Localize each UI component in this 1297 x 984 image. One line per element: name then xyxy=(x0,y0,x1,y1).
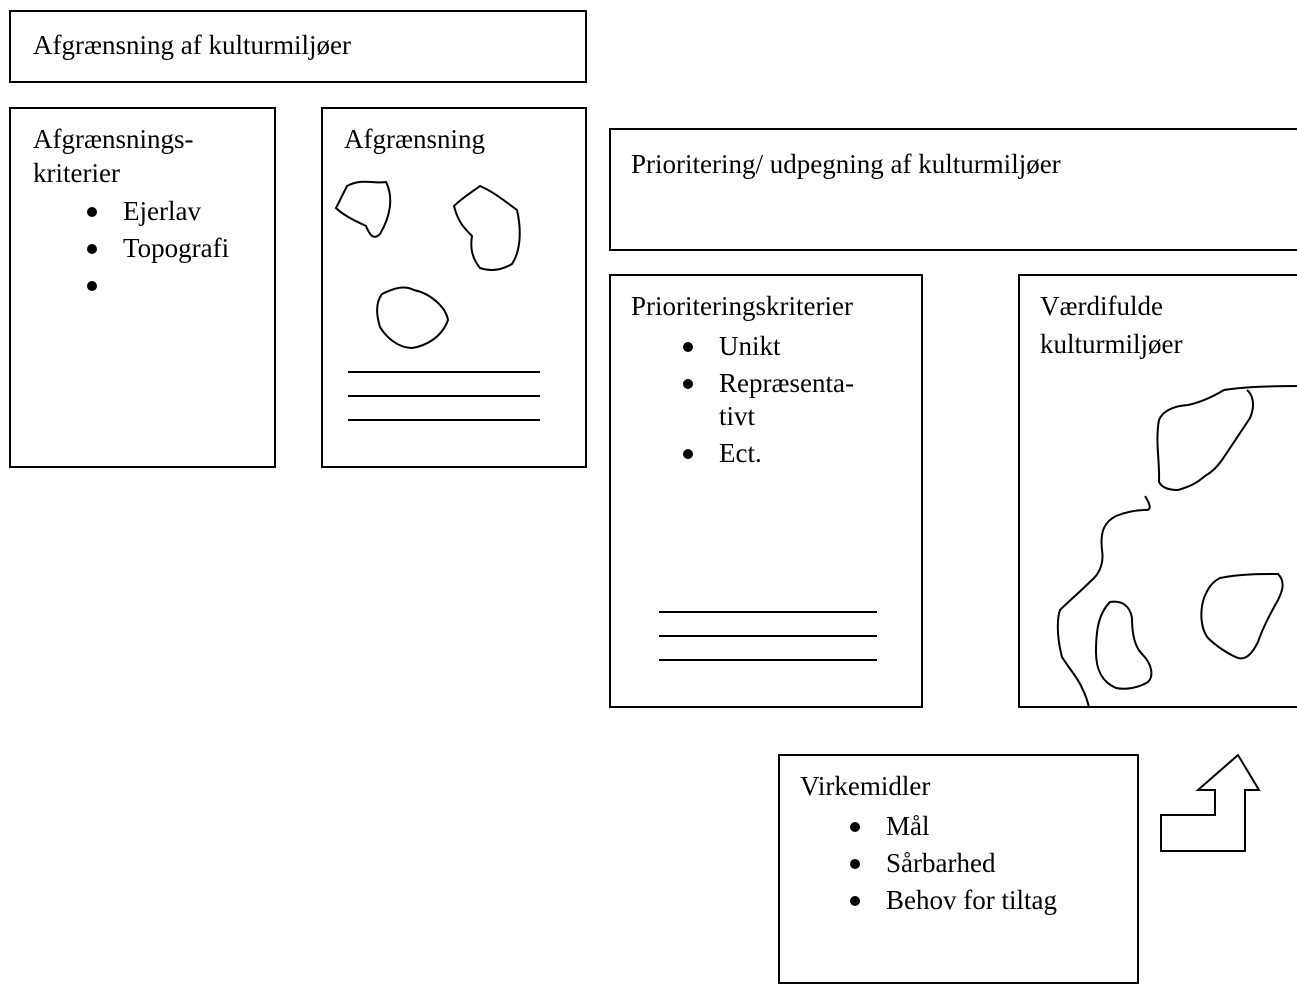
valuable-title-line1: Værdifulde xyxy=(1040,291,1163,321)
criteria-title-line1: Afgrænsnings- xyxy=(33,124,194,154)
top-header-title: Afgrænsning af kulturmiljøer xyxy=(33,30,351,60)
area-shape xyxy=(452,184,521,272)
area-shape xyxy=(1200,572,1284,660)
area-shape xyxy=(376,286,450,350)
list-item: Sårbarhed xyxy=(844,845,1057,882)
criteria-box: Afgrænsnings- kriterier Ejerlav Topograf… xyxy=(9,107,276,468)
valuable-title-line2: kulturmiljøer xyxy=(1040,329,1183,359)
coastline-shape xyxy=(1056,495,1151,709)
valuable-map xyxy=(1056,385,1297,709)
continuation-text: tivt xyxy=(719,401,756,431)
criteria-list: Ejerlav Topografi xyxy=(81,193,229,304)
list-item: Behov for tiltag xyxy=(844,882,1057,919)
list-item: Topografi xyxy=(81,230,229,267)
delimitation-box: Afgrænsning xyxy=(321,107,587,468)
area-shape xyxy=(334,180,392,238)
list-item: Ejerlav xyxy=(81,193,229,230)
top-header-box: Afgrænsning af kulturmiljøer xyxy=(9,10,587,83)
delimitation-title: Afgrænsning xyxy=(344,124,485,154)
area-shape xyxy=(1094,600,1153,690)
priority-criteria-box: Prioriteringskriterier Unikt Repræsenta-… xyxy=(609,274,923,708)
priority-criteria-list: Unikt Repræsenta- tivt Ect. xyxy=(677,328,854,472)
list-item-continuation: tivt xyxy=(677,398,854,435)
criteria-title-line2: kriterier xyxy=(33,158,120,188)
instruments-list: Mål Sårbarhed Behov for tiltag xyxy=(844,808,1057,919)
list-item: Repræsenta- xyxy=(677,365,854,402)
priority-lines xyxy=(659,611,877,661)
list-item: Ect. xyxy=(677,435,854,472)
priority-header-title: Prioritering/ udpegning af kulturmiljøer xyxy=(631,149,1061,179)
instruments-box: Virkemidler Mål Sårbarhed Behov for tilt… xyxy=(778,754,1139,984)
list-item: Mål xyxy=(844,808,1057,845)
valuable-box: Værdifulde kulturmiljøer xyxy=(1018,274,1297,709)
priority-criteria-title: Prioriteringskriterier xyxy=(631,291,853,321)
priority-header-box: Prioritering/ udpegning af kulturmiljøer xyxy=(609,128,1297,251)
coastline-shape xyxy=(1156,385,1297,492)
delimitation-sketch xyxy=(334,180,540,421)
list-item xyxy=(81,267,229,304)
instruments-title: Virkemidler xyxy=(800,771,931,801)
list-item: Unikt xyxy=(677,328,854,365)
